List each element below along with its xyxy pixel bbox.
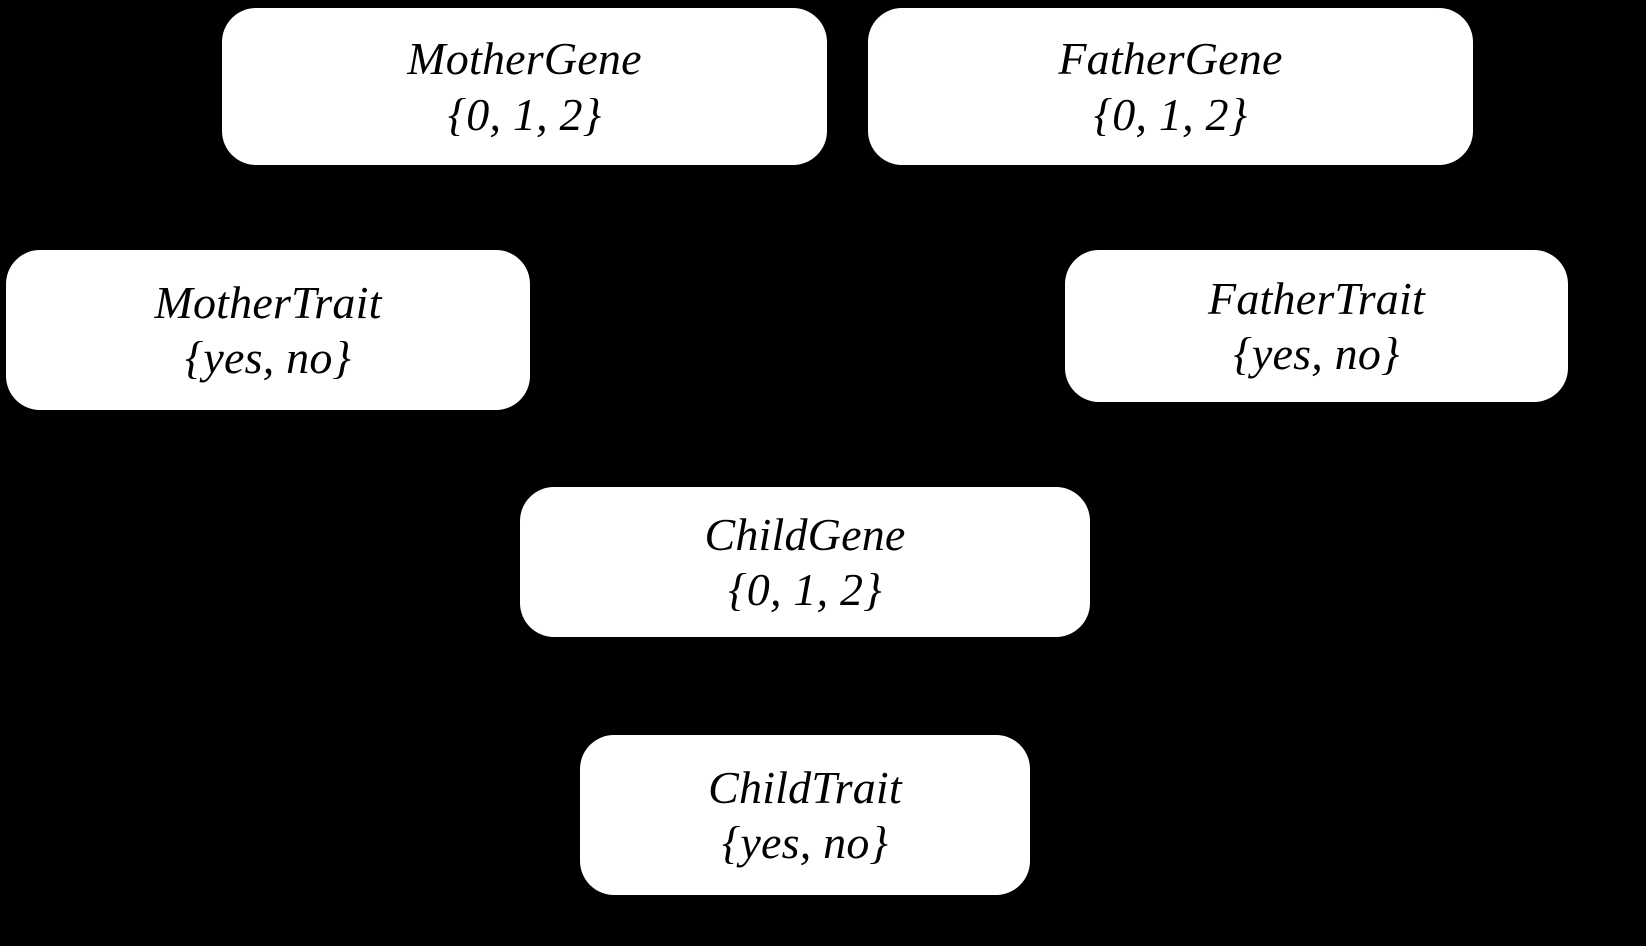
node-father-gene[interactable]: FatherGene {0, 1, 2} — [868, 8, 1473, 165]
node-father-trait-domain: {yes, no} — [1233, 328, 1400, 379]
node-father-trait-label: FatherTrait — [1208, 272, 1425, 324]
node-child-trait-label: ChildTrait — [708, 761, 902, 813]
node-child-gene[interactable]: ChildGene {0, 1, 2} — [520, 487, 1090, 637]
node-father-gene-domain: {0, 1, 2} — [1093, 88, 1248, 140]
node-child-gene-domain: {0, 1, 2} — [728, 564, 882, 615]
node-mother-trait[interactable]: MotherTrait {yes, no} — [6, 250, 530, 410]
node-father-gene-label: FatherGene — [1058, 33, 1283, 85]
node-mother-gene-domain: {0, 1, 2} — [447, 88, 602, 140]
node-child-trait[interactable]: ChildTrait {yes, no} — [580, 735, 1030, 895]
node-mother-gene-label: MotherGene — [407, 33, 642, 85]
node-child-gene-label: ChildGene — [704, 508, 906, 560]
node-mother-trait-domain: {yes, no} — [184, 332, 352, 383]
node-mother-trait-label: MotherTrait — [154, 276, 382, 328]
node-father-trait[interactable]: FatherTrait {yes, no} — [1065, 250, 1568, 402]
node-child-trait-domain: {yes, no} — [721, 817, 889, 868]
node-mother-gene[interactable]: MotherGene {0, 1, 2} — [222, 8, 827, 165]
